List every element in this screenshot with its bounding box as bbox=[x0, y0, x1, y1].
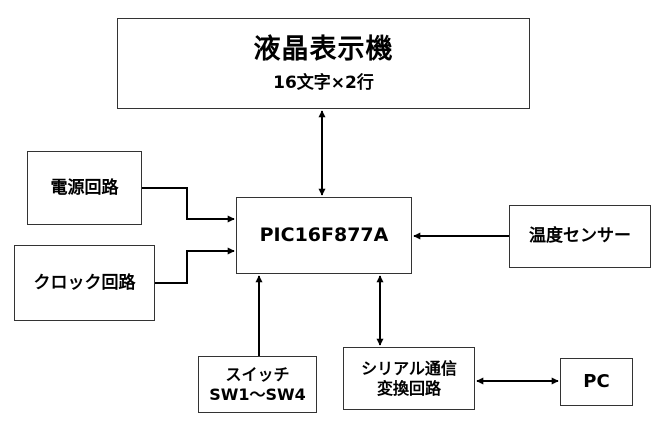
lcd-subtitle: 16文字×2行 bbox=[273, 72, 374, 93]
power-circuit-block: 電源回路 bbox=[27, 151, 142, 225]
switch-label-line1: スイッチ bbox=[225, 365, 290, 385]
connector-power-mcu bbox=[142, 187, 235, 223]
serial-label-line2: 変換回路 bbox=[376, 378, 441, 398]
connector-clock-mcu bbox=[155, 247, 235, 284]
temp-sensor-block: 温度センサー bbox=[509, 205, 651, 268]
pc-block: PC bbox=[560, 358, 633, 406]
lcd-title: 液晶表示機 bbox=[253, 34, 394, 66]
switch-label-line2: SW1～SW4 bbox=[209, 384, 306, 404]
mcu-label: PIC16F877A bbox=[259, 224, 389, 247]
power-circuit-label: 電源回路 bbox=[50, 177, 119, 198]
temp-sensor-label: 温度センサー bbox=[529, 226, 631, 247]
pc-label: PC bbox=[583, 371, 610, 393]
mcu-block: PIC16F877A bbox=[236, 197, 412, 274]
clock-circuit-label: クロック回路 bbox=[33, 272, 136, 293]
lcd-block: 液晶表示機 16文字×2行 bbox=[117, 18, 530, 109]
switch-block: スイッチ SW1～SW4 bbox=[198, 356, 317, 413]
clock-circuit-block: クロック回路 bbox=[14, 245, 155, 321]
serial-converter-block: シリアル通信 変換回路 bbox=[343, 347, 475, 410]
serial-label-line1: シリアル通信 bbox=[361, 359, 457, 379]
